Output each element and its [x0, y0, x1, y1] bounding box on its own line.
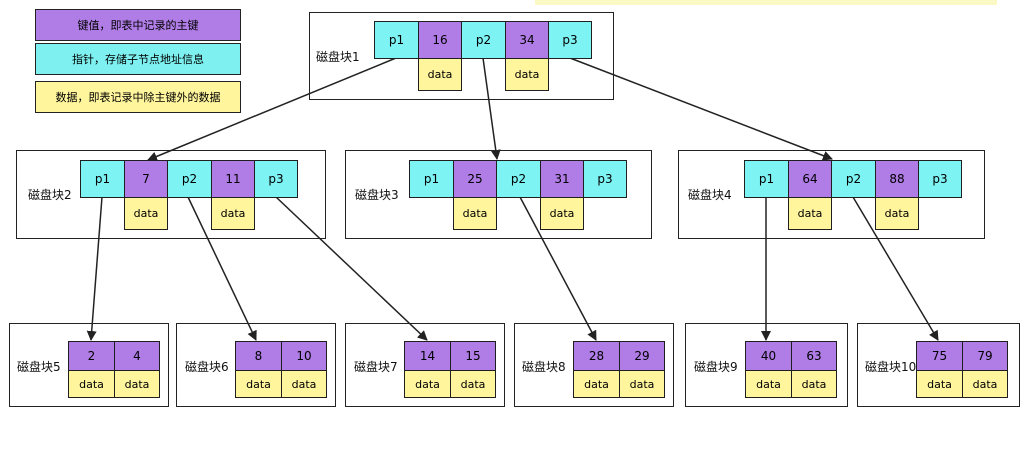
disk-block-10-label: 磁盘块10 [865, 360, 917, 374]
arrow-b1-to-b3 [482, 57, 501, 160]
b4-pointer-2: p2 [831, 160, 876, 198]
b7-key-2: 15 [450, 341, 496, 371]
disk-block-3-label: 磁盘块3 [355, 188, 399, 202]
disk-block-5 [9, 323, 169, 407]
disk-block-3 [345, 150, 652, 239]
b7-key-1: 14 [404, 341, 451, 371]
disk-block-8 [514, 323, 674, 407]
b8-data-1: data [573, 370, 620, 398]
b10-key-2: 79 [962, 341, 1008, 371]
b4-data-2: data [875, 197, 919, 230]
disk-block-6-label: 磁盘块6 [185, 360, 229, 374]
disk-block-10 [857, 323, 1020, 407]
b1-pointer-1: p1 [374, 21, 419, 59]
b10-data-2: data [962, 370, 1008, 398]
b3-key-1: 25 [453, 160, 497, 198]
b1-key-2: 34 [505, 21, 549, 59]
top-highlight-strip [535, 0, 997, 5]
b2-key-1: 7 [124, 160, 168, 198]
arrow-b2-to-b6 [187, 196, 257, 341]
arrow-b1-to-b2 [147, 57, 397, 162]
disk-block-2-label: 磁盘块2 [28, 188, 72, 202]
b8-data-2: data [619, 370, 665, 398]
b9-data-2: data [791, 370, 837, 398]
disk-block-4-label: 磁盘块4 [688, 188, 732, 202]
b4-data-1: data [788, 197, 832, 230]
arrow-b4-to-b10 [852, 196, 939, 341]
b10-key-1: 75 [916, 341, 963, 371]
legend-pointer: 指针，存储子节点地址信息 [35, 43, 241, 75]
b2-pointer-1: p1 [80, 160, 125, 198]
b4-key-1: 64 [788, 160, 832, 198]
disk-block-5-label: 磁盘块5 [17, 360, 61, 374]
b8-key-1: 28 [573, 341, 620, 371]
disk-block-9-label: 磁盘块9 [694, 360, 738, 374]
disk-block-1 [309, 12, 614, 100]
b3-pointer-3: p3 [583, 160, 627, 198]
b2-pointer-2: p2 [167, 160, 212, 198]
b1-data-1: data [418, 58, 462, 91]
disk-block-7-label: 磁盘块7 [354, 360, 398, 374]
b9-key-1: 40 [745, 341, 792, 371]
disk-block-2 [16, 150, 326, 239]
b8-key-2: 29 [619, 341, 665, 371]
b4-key-2: 88 [875, 160, 919, 198]
b2-data-1: data [124, 197, 168, 230]
b1-pointer-3: p3 [548, 21, 592, 59]
b1-key-1: 16 [418, 21, 462, 59]
arrow-b2-to-b5 [86, 196, 103, 341]
b6-key-1: 8 [235, 341, 282, 371]
b4-pointer-1: p1 [744, 160, 789, 198]
b3-key-2: 31 [540, 160, 584, 198]
b3-pointer-2: p2 [496, 160, 541, 198]
b9-key-2: 63 [791, 341, 837, 371]
legend-key: 键值，即表中记录的主键 [35, 9, 241, 41]
disk-block-4 [678, 150, 985, 239]
b7-data-2: data [450, 370, 496, 398]
disk-block-1-label: 磁盘块1 [316, 50, 360, 64]
b1-data-2: data [505, 58, 549, 91]
b6-data-1: data [235, 370, 282, 398]
b6-key-2: 10 [281, 341, 327, 371]
b2-pointer-3: p3 [254, 160, 298, 198]
disk-block-8-label: 磁盘块8 [522, 360, 566, 374]
b3-data-2: data [540, 197, 584, 230]
b5-data-1: data [68, 370, 115, 398]
b2-key-2: 11 [211, 160, 255, 198]
disk-block-9 [685, 323, 848, 407]
b2-data-2: data [211, 197, 255, 230]
b9-data-1: data [745, 370, 792, 398]
b1-pointer-2: p2 [461, 21, 506, 59]
b5-key-1: 2 [68, 341, 115, 371]
disk-block-6 [176, 323, 336, 407]
arrow-b3-to-b8 [519, 196, 597, 341]
b3-data-1: data [453, 197, 497, 230]
b5-key-2: 4 [114, 341, 160, 371]
b3-pointer-1: p1 [409, 160, 454, 198]
b6-data-2: data [281, 370, 327, 398]
legend-data: 数据，即表记录中除主键外的数据 [35, 81, 241, 113]
b4-pointer-3: p3 [918, 160, 962, 198]
b5-data-2: data [114, 370, 160, 398]
b10-data-1: data [916, 370, 963, 398]
b7-data-1: data [404, 370, 451, 398]
arrow-b2-to-b7 [275, 196, 428, 341]
disk-block-7 [345, 323, 505, 407]
